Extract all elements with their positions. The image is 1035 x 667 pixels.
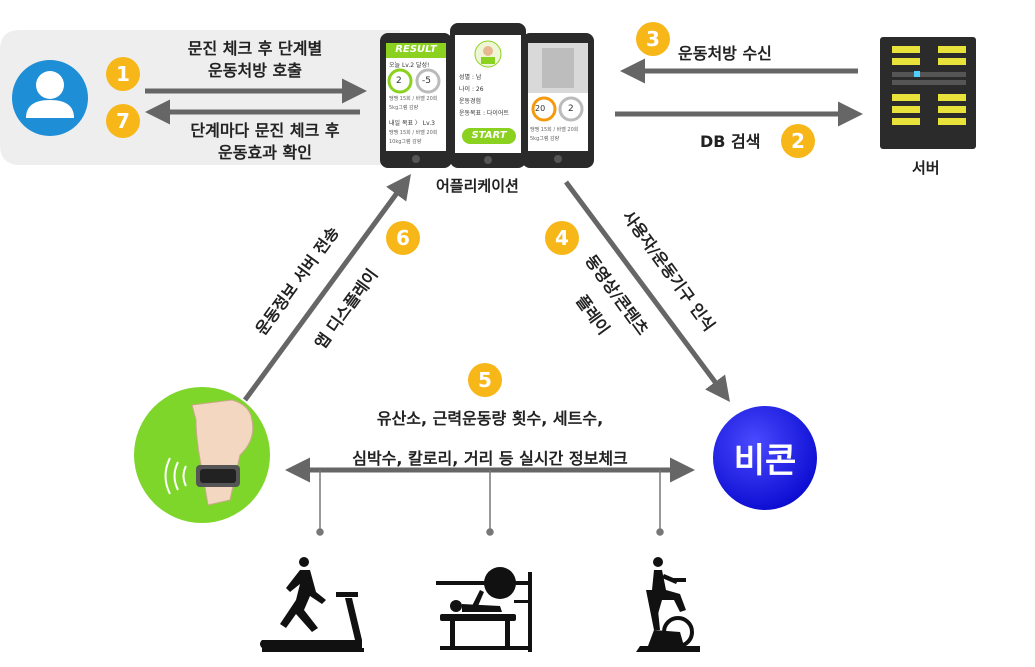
server-icon [880, 37, 976, 149]
phone2-age: 나이 : 26 [459, 86, 484, 93]
step-badge-5: 5 [468, 363, 502, 397]
phone1-line2: 땡땡 15회 / 바벨 20회 [389, 96, 438, 102]
phone-result [380, 33, 452, 168]
connector-lines [316, 470, 664, 536]
step5-line1: 유산소, 근력운동량 횟수, 세트수, [376, 409, 604, 428]
user-icon [12, 60, 88, 136]
exercise-bike-icon [636, 557, 700, 652]
step1-line2: 운동처방 호출 [208, 61, 302, 80]
phone-workout [522, 33, 594, 168]
step-badge-7: 7 [106, 104, 140, 138]
step7-line2: 운동효과 확인 [218, 143, 312, 162]
step3-label: 운동처방 수신 [678, 44, 772, 63]
phone1-line1: 오늘 Lv.2 달성! [389, 62, 430, 69]
arrow-send [242, 173, 411, 402]
phone3-line2: 5kg그램 감량 [530, 136, 560, 142]
app-label: 어플리케이션 [436, 177, 519, 195]
step1-line1: 문진 체크 후 단계별 [187, 39, 323, 58]
phone1-val-b: -5 [422, 76, 431, 86]
phone1-line5: 땡땡 15회 / 바벨 20회 [389, 130, 438, 136]
phone3-line1: 땡땡 15회 / 바벨 20회 [530, 127, 579, 133]
phone2-gender: 성별 : 남 [459, 74, 482, 81]
phone1-line3: 5kg그램 감량 [389, 105, 419, 111]
phone1-header: RESULT [395, 44, 437, 55]
phone3-val-a: 20 [535, 104, 546, 113]
beacon-node [713, 406, 817, 510]
phone2-exp: 운동경험 [459, 98, 482, 105]
bench-press-icon [436, 567, 532, 652]
arrow-recognize [563, 180, 730, 403]
phone1-line6: 10kg그램 감량 [389, 139, 422, 145]
step1-label: 문진 체크 후 단계별 운동처방 호출 [150, 38, 360, 82]
step-badge-4: 4 [545, 221, 579, 255]
step-badge-1: 1 [106, 57, 140, 91]
phone2-goal: 운동목표 : 다이어트 [459, 110, 509, 117]
start-button[interactable]: START [471, 130, 507, 141]
phone3-val-b: 2 [568, 104, 574, 114]
user-panel [0, 30, 400, 165]
step7-line1: 단계마다 문진 체크 후 [190, 121, 340, 140]
fitness-band-icon [134, 387, 270, 523]
step-badge-6: 6 [386, 221, 420, 255]
step5-line2: 심박수, 칼로리, 거리 등 실시간 정보체크 [352, 449, 628, 468]
phone1-val-a: 2 [396, 76, 402, 86]
server-label: 서버 [912, 159, 940, 177]
step-badge-2: 2 [781, 124, 815, 158]
phone1-line4: 내일 목표 〉 Lv.3 [389, 120, 435, 127]
beacon-label: 비콘 [733, 441, 797, 481]
phone-profile [450, 23, 526, 168]
treadmill-icon [260, 557, 364, 652]
step-badge-3: 3 [636, 22, 670, 56]
step2-label: DB 검색 [700, 132, 761, 151]
step7-label: 단계마다 문진 체크 후 운동효과 확인 [160, 120, 370, 164]
